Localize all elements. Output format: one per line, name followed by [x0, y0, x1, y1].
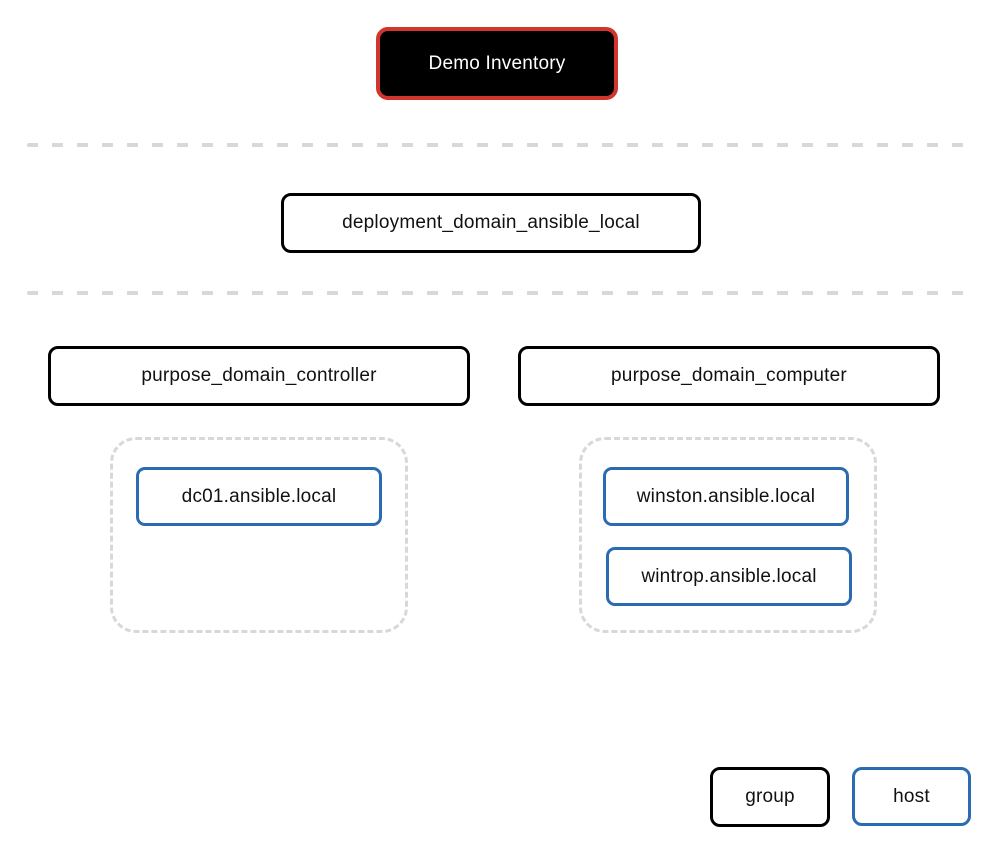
group-node-purpose-domain-controller: purpose_domain_controller [48, 346, 470, 406]
host-cluster-controller: dc01.ansible.local [110, 437, 408, 633]
host-cluster-computer: winston.ansible.local wintrop.ansible.lo… [579, 437, 877, 633]
host-node-label: winston.ansible.local [636, 485, 816, 507]
legend-group-swatch: group [710, 767, 830, 827]
group-node-label: purpose_domain_computer [611, 365, 847, 386]
legend-group-label: group [745, 786, 795, 807]
host-node-wintrop: wintrop.ansible.local [606, 547, 852, 606]
tier-separator-bottom [27, 291, 977, 295]
host-node-label: dc01.ansible.local [181, 485, 337, 507]
host-node-dc01: dc01.ansible.local [136, 467, 382, 526]
group-node-deployment-domain: deployment_domain_ansible_local [281, 193, 701, 253]
group-node-purpose-domain-computer: purpose_domain_computer [518, 346, 940, 406]
group-node-label: purpose_domain_controller [141, 365, 377, 386]
host-node-winston: winston.ansible.local [603, 467, 849, 526]
host-node-label: wintrop.ansible.local [641, 565, 817, 587]
root-node-label: Demo Inventory [428, 52, 566, 74]
group-node-label: deployment_domain_ansible_local [342, 212, 640, 233]
tier-separator-top [27, 143, 977, 147]
root-node-demo-inventory: Demo Inventory [376, 27, 618, 100]
legend-host-swatch: host [852, 767, 971, 826]
legend-host-label: host [893, 785, 930, 807]
